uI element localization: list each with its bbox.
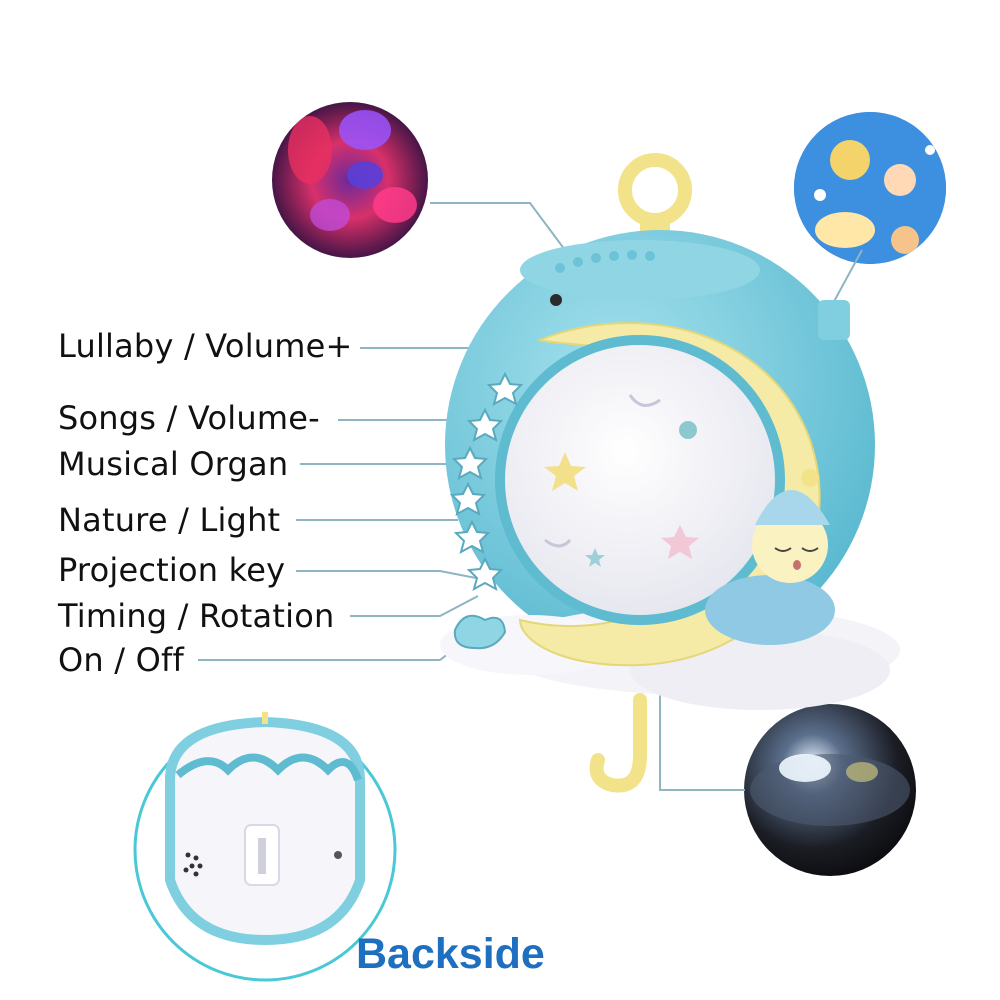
light-effect-photo [272,102,428,258]
label-nature-light: Nature / Light [58,501,281,539]
projection-dome [495,335,785,625]
sleeping-baby-figure [705,469,835,645]
label-songs-volume-down: Songs / Volume- [58,399,320,437]
label-timing-rotation: Timing / Rotation [58,597,335,635]
label-lullaby-volume-up: Lullaby / Volume+ [58,327,353,365]
power-switch[interactable] [453,614,507,650]
backside-photo [133,712,397,982]
label-projection-key: Projection key [58,551,286,589]
star-buttons [449,371,524,650]
night-glow-photo [744,704,916,876]
label-on-off: On / Off [58,641,184,679]
star-button-icon[interactable] [466,556,504,592]
star-button-icon[interactable] [453,519,491,555]
star-button-icon[interactable] [466,407,504,443]
star-button-icon[interactable] [449,481,487,517]
label-musical-organ: Musical Organ [58,445,289,483]
hanger-hook-icon [618,153,692,241]
star-button-icon[interactable] [486,371,524,407]
projection-pattern-photo [794,112,946,264]
bottom-hook-icon [589,693,647,793]
star-button-icon[interactable] [451,445,489,481]
backside-caption: Backside [356,930,545,978]
